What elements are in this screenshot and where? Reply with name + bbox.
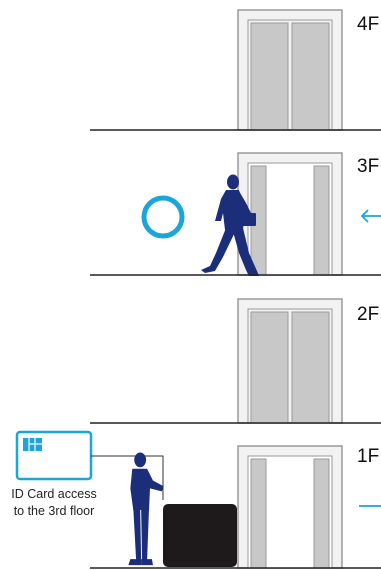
card-leader-line	[91, 456, 163, 500]
floor-label-4f: 4F	[357, 14, 379, 35]
door-left-2f	[251, 312, 288, 423]
card-caption-line1: ID Card access	[11, 487, 96, 501]
id-card-icon	[17, 432, 91, 479]
door-left-1f-open	[251, 459, 266, 568]
elevator-1f	[238, 446, 342, 568]
floor-1f: 1F ID Card access to the 3rd floor	[11, 432, 381, 568]
floor-4f: 4F	[90, 10, 381, 130]
card-reader-gate	[163, 504, 237, 567]
floor-label-2f: 2F	[357, 304, 379, 325]
door-right-2f	[292, 312, 329, 423]
floor-2f: 2F	[90, 299, 381, 423]
floor-label-3f: 3F	[357, 156, 379, 177]
door-left-4f	[251, 23, 288, 130]
access-granted-circle-icon	[144, 198, 182, 236]
card-caption-line2: to the 3rd floor	[14, 504, 95, 518]
elevator-2f	[238, 299, 342, 423]
floor-label-1f: 1F	[357, 446, 379, 467]
door-right-1f-open	[314, 459, 329, 568]
person-at-reader-icon	[128, 452, 163, 565]
door-right-4f	[292, 23, 329, 130]
elevator-4f	[238, 10, 342, 130]
door-right-3f-open	[314, 166, 329, 275]
arrow-left-icon	[362, 210, 381, 222]
floor-3f: 3F	[90, 153, 381, 276]
